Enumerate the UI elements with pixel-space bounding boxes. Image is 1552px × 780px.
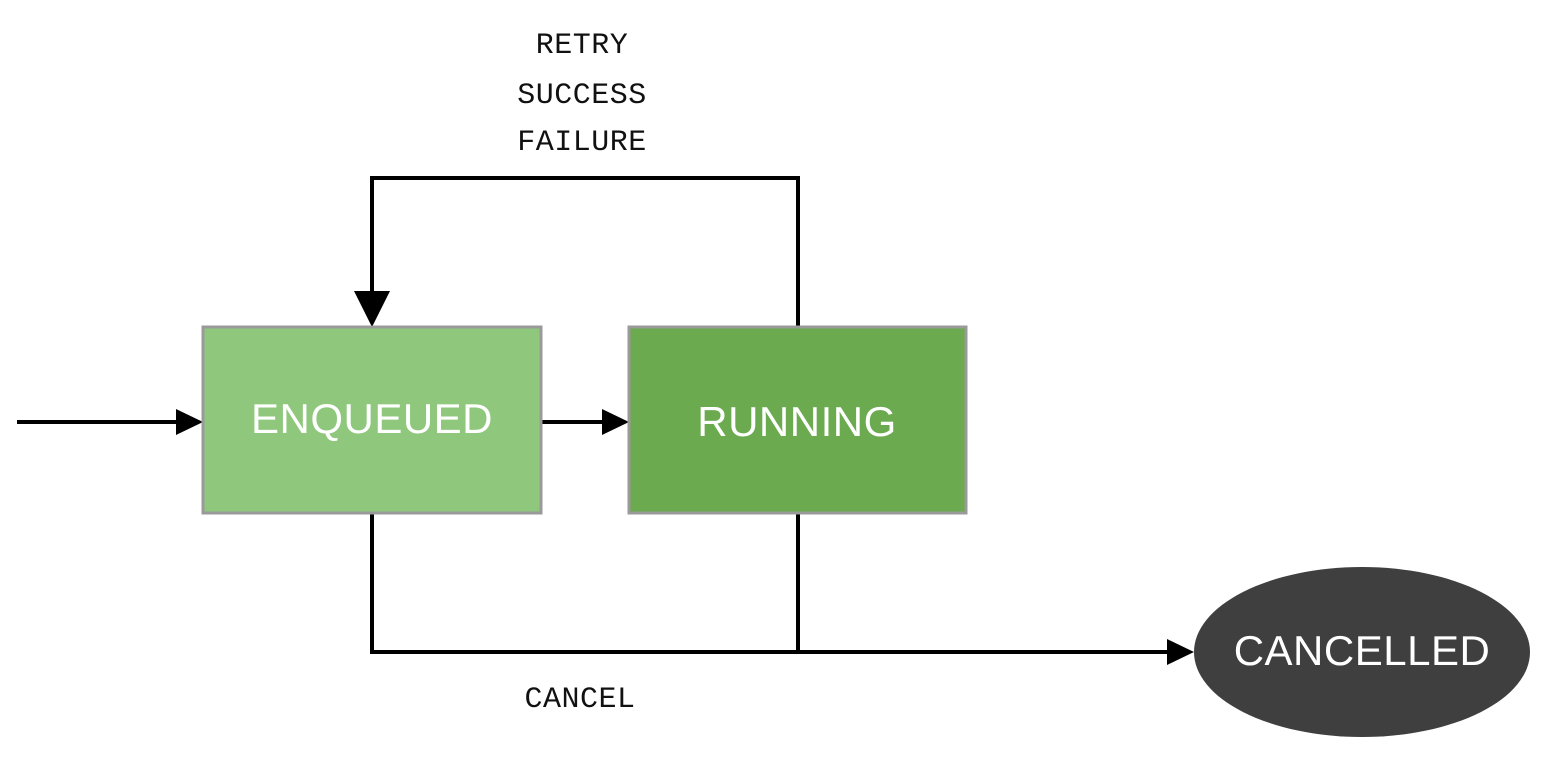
edge-start-to-enqueued[interactable]: [17, 409, 203, 435]
edges-layer: [17, 176, 1194, 665]
arrow-head-start-to-enqueued: [176, 409, 203, 435]
node-running[interactable]: RUNNING: [627, 325, 968, 515]
edge-label-retry: RETRY: [536, 29, 629, 63]
edge-labels-layer: RETRY SUCCESS FAILURE CANCEL: [517, 29, 647, 717]
edge-line-running-to-enqueued: [370, 176, 800, 327]
node-running-label: RUNNING: [697, 398, 897, 445]
node-cancelled-label: CANCELLED: [1234, 627, 1491, 674]
arrow-head-enqueued-to-running: [602, 409, 629, 435]
edge-label-success: SUCCESS: [517, 79, 647, 113]
node-enqueued-label: ENQUEUED: [251, 395, 493, 442]
edge-line-enqueued-to-cancelled: [370, 513, 1176, 654]
node-cancelled-shape: [1194, 567, 1530, 737]
node-cancelled[interactable]: CANCELLED: [1194, 567, 1530, 737]
nodes-layer: ENQUEUED RUNNING CANCELLED: [201, 325, 1530, 737]
node-enqueued-shape: [201, 325, 543, 515]
edge-label-cancel: CANCEL: [524, 683, 635, 717]
node-enqueued[interactable]: ENQUEUED: [201, 325, 543, 515]
edge-running-to-enqueued[interactable]: [354, 176, 800, 327]
edge-label-failure: FAILURE: [517, 126, 647, 160]
edge-enqueued-to-running[interactable]: [541, 409, 629, 435]
node-running-shape: [627, 325, 968, 515]
arrow-head-enqueued-to-cancelled: [1167, 639, 1194, 665]
edge-enqueued-to-cancelled[interactable]: [370, 513, 1194, 665]
arrow-head-running-to-enqueued: [354, 291, 390, 327]
